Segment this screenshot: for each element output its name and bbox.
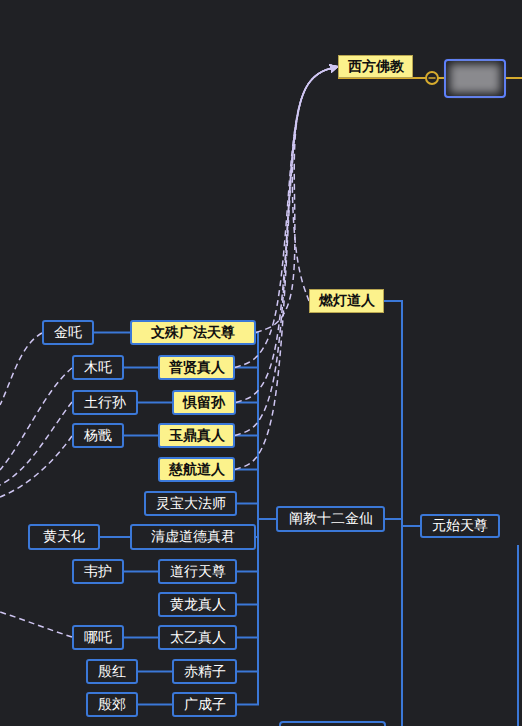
mind-map-node: 哪吒 xyxy=(72,625,124,650)
node-label: 哪吒 xyxy=(78,629,118,647)
node-label: 道行天尊 xyxy=(164,563,232,581)
node-label: 杨戬 xyxy=(78,427,118,445)
node-label: 西方佛教 xyxy=(342,58,410,76)
node-label: 金吒 xyxy=(48,324,88,342)
node-label: 文殊广法天尊 xyxy=(145,324,241,342)
mind-map-node: 韦护 xyxy=(72,559,124,584)
node-label: 阐教十二金仙 xyxy=(283,510,379,528)
node-label: 玉鼎真人 xyxy=(163,427,231,445)
node-label: 韦护 xyxy=(78,563,118,581)
node-label: 殷红 xyxy=(92,663,132,681)
offscreen-node xyxy=(280,722,385,726)
node-label: 黄龙真人 xyxy=(164,596,232,614)
mind-map-node: 杨戬 xyxy=(72,423,124,448)
node-label: 惧留孙 xyxy=(177,394,231,412)
dashed-link xyxy=(235,67,338,470)
offscreen-dashed-link xyxy=(0,333,42,405)
node-label: 慈航道人 xyxy=(163,461,231,479)
node-label: 清虚道德真君 xyxy=(145,528,241,546)
node-label: 木吒 xyxy=(78,359,118,377)
collapse-toggle xyxy=(426,72,438,84)
mind-map-node: 阐教十二金仙 xyxy=(276,506,385,532)
tree-connector xyxy=(138,402,172,404)
mind-map-node: 元始天尊 xyxy=(420,514,500,538)
mind-map-node: 文殊广法天尊 xyxy=(130,320,256,345)
dashed-link xyxy=(236,67,338,403)
mind-map-node: 金吒 xyxy=(42,320,94,345)
mind-map-node: 黄天化 xyxy=(28,524,100,550)
mind-map-node: 殷红 xyxy=(86,659,138,684)
mind-map-node: 惧留孙 xyxy=(172,390,236,415)
tree-connector xyxy=(138,671,172,673)
node-label: 土行孙 xyxy=(78,394,132,412)
mind-map-node: 灵宝大法师 xyxy=(144,491,237,516)
node-label: 太乙真人 xyxy=(164,629,232,647)
root-branch-line xyxy=(506,77,522,79)
mind-map-node: 黄龙真人 xyxy=(158,592,237,617)
node-label: 黄天化 xyxy=(37,528,91,546)
node-label: 元始天尊 xyxy=(426,517,494,535)
mind-map-node: 西方佛教 xyxy=(338,55,413,78)
tree-connector xyxy=(385,519,420,526)
mind-map-node: 道行天尊 xyxy=(158,559,237,584)
tree-connector xyxy=(100,536,130,538)
mind-map-node: 燃灯道人 xyxy=(309,289,384,313)
offscreen-dashed-link xyxy=(0,436,72,497)
tree-connector xyxy=(236,403,276,520)
tree-connector xyxy=(235,436,276,520)
mind-map-node: 木吒 xyxy=(72,355,124,380)
node-label: 赤精子 xyxy=(178,663,232,681)
offscreen-dashed-link xyxy=(0,402,72,485)
mind-map-node: 慈航道人 xyxy=(158,457,235,482)
mind-map-node: 玉鼎真人 xyxy=(158,423,235,448)
tree-connector xyxy=(138,704,172,706)
tree-connector xyxy=(124,435,158,437)
tree-connector xyxy=(235,368,276,520)
node-label: 普贤真人 xyxy=(163,359,231,377)
node-label: 燃灯道人 xyxy=(313,292,381,310)
tree-connector xyxy=(94,332,130,334)
mind-map-node: 广成子 xyxy=(172,692,237,717)
tree-connector xyxy=(384,301,420,526)
mind-map-node: 太乙真人 xyxy=(158,625,237,650)
mind-map-node: 普贤真人 xyxy=(158,355,235,380)
node-label: 殷郊 xyxy=(92,696,132,714)
node-label: 广成子 xyxy=(178,696,232,714)
tree-spine xyxy=(517,545,519,726)
tree-connector xyxy=(124,637,158,639)
offscreen-dashed-link xyxy=(0,612,72,637)
offscreen-dashed-link xyxy=(0,368,72,470)
tree-spine xyxy=(401,526,403,726)
mind-map-node: 清虚道德真君 xyxy=(130,524,256,550)
tree-connector xyxy=(237,504,276,520)
mind-map-node: 土行孙 xyxy=(72,390,138,415)
mind-map-node: 赤精子 xyxy=(172,659,237,684)
dashed-link xyxy=(292,67,338,302)
node-label: 灵宝大法师 xyxy=(150,495,232,513)
blurred-root-node xyxy=(445,60,505,97)
collapse-minus xyxy=(429,77,436,79)
mind-map-node: 殷郊 xyxy=(86,692,138,717)
tree-connector xyxy=(235,470,276,520)
tree-connector xyxy=(124,571,158,573)
blurred-root-text xyxy=(450,64,500,93)
tree-connector xyxy=(124,367,158,369)
